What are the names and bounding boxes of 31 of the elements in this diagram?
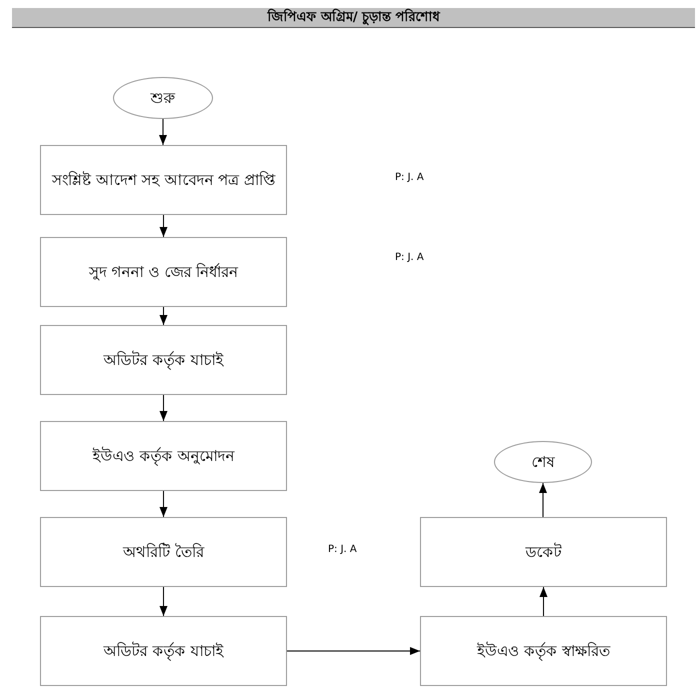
arrow	[159, 118, 167, 146]
node-text: সংশ্লিষ্ট আদেশ সহ আবেদন পত্র প্রাপ্তি	[52, 170, 275, 190]
node-text: শেষ	[532, 452, 554, 472]
process-box	[40, 616, 287, 686]
arrow	[160, 214, 168, 238]
process-box	[40, 237, 287, 307]
process-box	[420, 517, 667, 587]
node-text: অডিটর কর্তৃক যাচাই	[104, 640, 224, 662]
annotation-text: P: J. A	[328, 544, 357, 555]
process-box	[420, 616, 667, 686]
node-text: শুরু	[150, 88, 176, 108]
arrow	[160, 394, 168, 422]
process-box	[40, 421, 287, 491]
node-text: ইউএও কর্তৃক স্বাক্ষরিত	[477, 640, 610, 662]
arrow	[160, 586, 168, 616]
arrow	[539, 482, 547, 518]
arrow	[286, 647, 420, 655]
process-box	[40, 325, 287, 395]
process-box	[40, 517, 287, 587]
annotation-text: P: J. A	[395, 252, 424, 263]
process-box	[40, 145, 287, 215]
annotation-text: P: J. A	[395, 172, 424, 183]
node-text: ডকেট	[526, 542, 562, 562]
node-text: অডিটর কর্তৃক যাচাই	[104, 350, 224, 370]
title-bar: জিপিএফ অগ্রিম/ চুড়ান্ত পরিশোধ	[12, 8, 695, 28]
arrow	[540, 586, 548, 616]
node-text: অথরিটি তৈরি	[123, 542, 204, 562]
arrow	[160, 490, 168, 518]
node-text: সুদ গননা ও জের নির্ধারন	[88, 262, 238, 282]
node-text: ইউএও কর্তৃক অনুমোদন	[92, 446, 234, 466]
arrow	[160, 306, 168, 326]
